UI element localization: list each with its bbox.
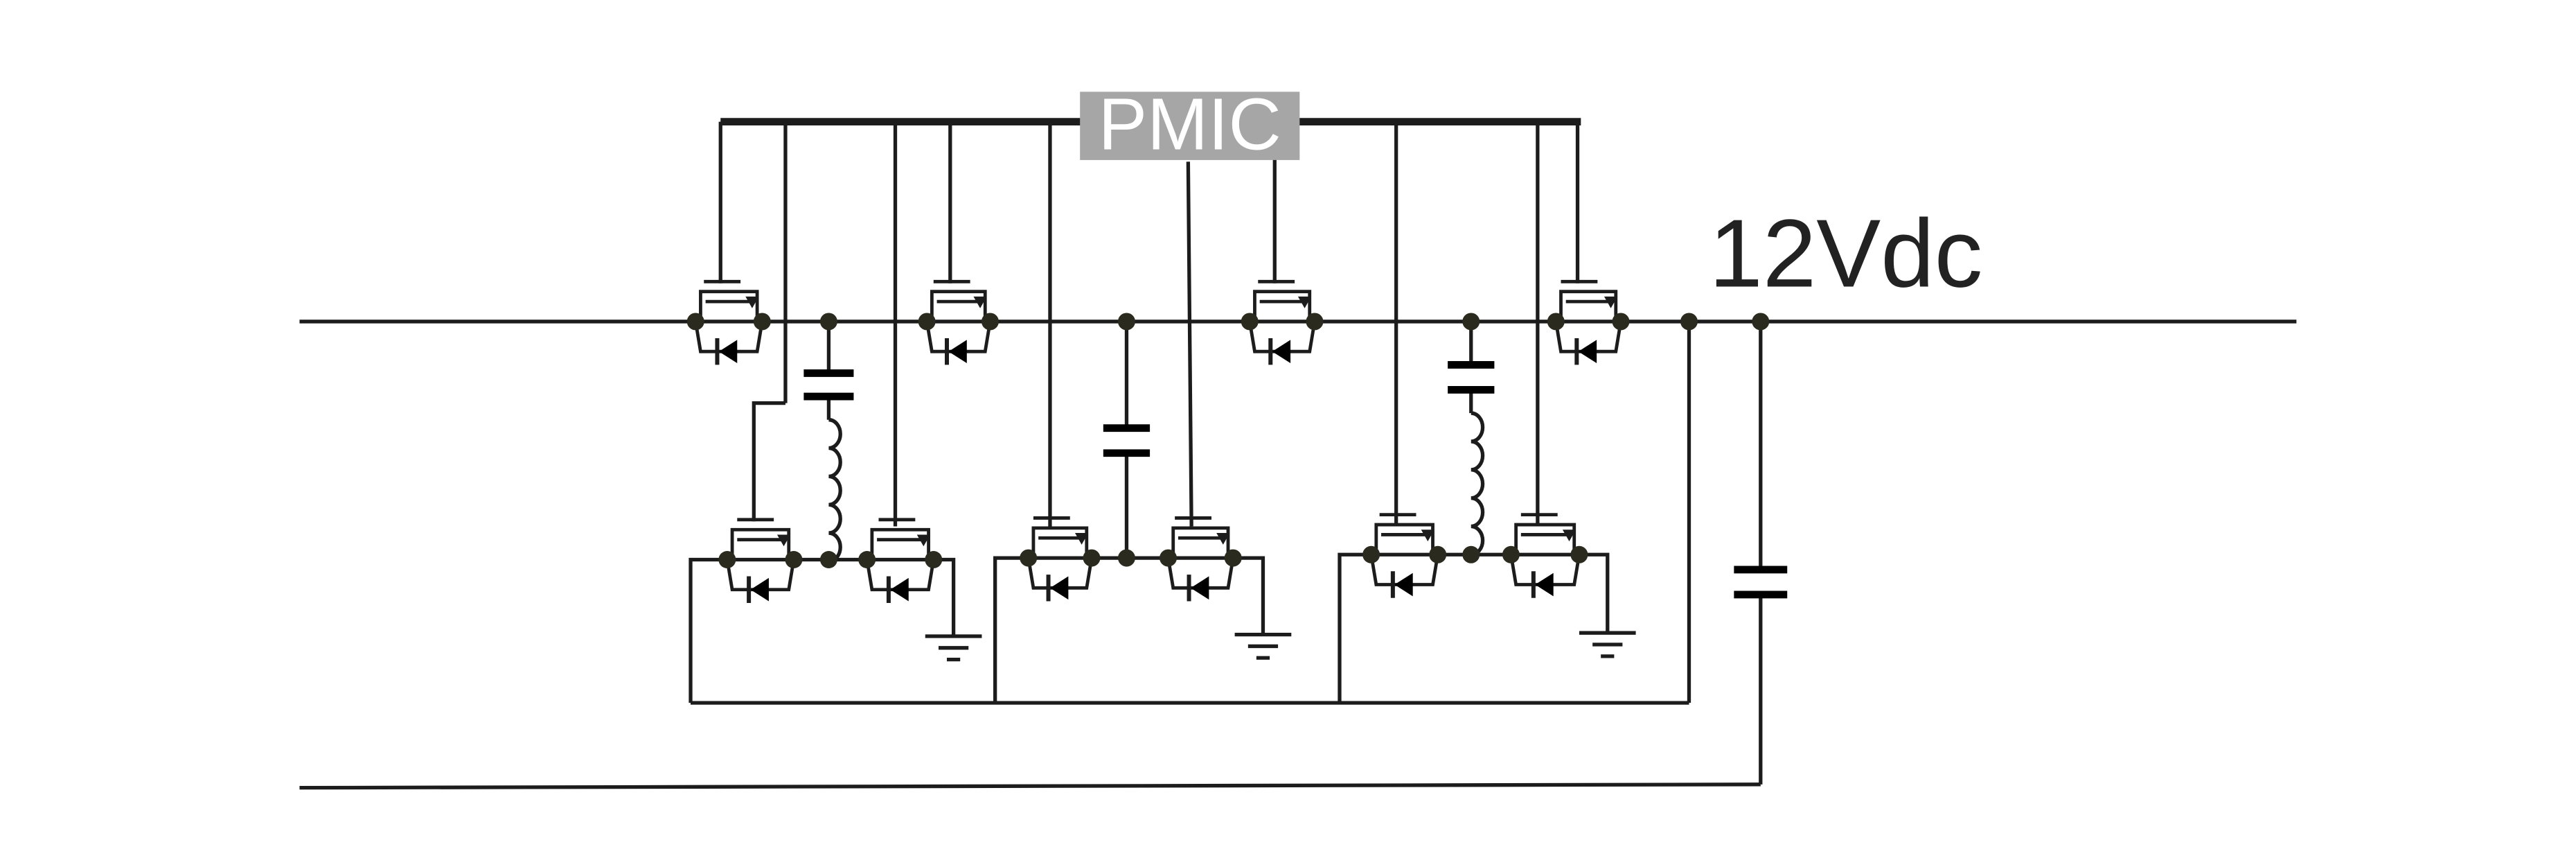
junction-node bbox=[981, 313, 999, 331]
grounds bbox=[925, 631, 1636, 662]
junction-node bbox=[1020, 549, 1038, 567]
ground-symbol-1 bbox=[925, 634, 982, 662]
ground-symbol-2 bbox=[1234, 632, 1292, 660]
stage1-inductor bbox=[828, 418, 842, 563]
stage2-return bbox=[993, 556, 1029, 703]
mosfet-10 bbox=[1509, 513, 1581, 598]
junction-node bbox=[1429, 545, 1447, 563]
stage3-return bbox=[1338, 552, 1371, 703]
junction-node bbox=[1570, 545, 1588, 563]
capacitors bbox=[803, 361, 1788, 599]
junction-node bbox=[819, 551, 837, 568]
junction-node bbox=[753, 313, 771, 331]
bus-stub-6 bbox=[1186, 161, 1193, 527]
junction-node bbox=[1547, 313, 1565, 331]
mosfet-3 bbox=[1247, 279, 1317, 365]
mosfet-5 bbox=[725, 518, 796, 603]
ground-symbol-3 bbox=[1579, 631, 1636, 658]
stage2-ground-lead bbox=[1233, 556, 1265, 635]
junction-node bbox=[858, 551, 876, 568]
junction-node bbox=[1462, 545, 1480, 563]
wires bbox=[299, 121, 2297, 790]
junction-node bbox=[918, 313, 936, 331]
junction-node bbox=[1224, 549, 1242, 567]
mosfet-6 bbox=[865, 518, 936, 603]
junction-node bbox=[1502, 545, 1520, 563]
stage3-capacitor-symbol bbox=[1448, 361, 1495, 394]
junction-node bbox=[1117, 549, 1135, 567]
junction-node bbox=[925, 551, 943, 568]
mosfet-8 bbox=[1166, 516, 1235, 602]
stage1-return bbox=[689, 557, 727, 703]
stage1-ground-lead bbox=[933, 557, 956, 637]
junction-node bbox=[1612, 313, 1630, 331]
mosfet-9 bbox=[1369, 513, 1440, 598]
junction-node bbox=[1117, 313, 1135, 331]
stage3-inductor bbox=[1471, 411, 1485, 557]
mosfet-7 bbox=[1027, 516, 1094, 602]
junction-node bbox=[1306, 313, 1324, 331]
mosfet-switches bbox=[693, 279, 1623, 603]
junction-node bbox=[686, 313, 704, 331]
junction-node bbox=[718, 551, 736, 568]
pmic-label: PMIC bbox=[1099, 84, 1281, 166]
output-capacitor-symbol bbox=[1734, 566, 1788, 599]
junction-node bbox=[1160, 549, 1178, 567]
junction-node bbox=[1462, 313, 1480, 331]
junction-node bbox=[819, 313, 837, 331]
junction-node bbox=[1752, 313, 1770, 331]
junction-nodes bbox=[686, 313, 1770, 568]
mosfet-1 bbox=[693, 279, 764, 365]
stage1-capacitor-symbol bbox=[803, 369, 854, 401]
junction-node bbox=[1083, 549, 1101, 567]
junction-node bbox=[1362, 545, 1380, 563]
voltage-label: 12Vdc bbox=[1709, 199, 1982, 307]
mosfet-4 bbox=[1554, 279, 1623, 365]
pmic-box bbox=[1080, 91, 1300, 160]
pmic-block: PMIC bbox=[1080, 84, 1300, 166]
bottom-rail bbox=[299, 782, 1761, 790]
junction-node bbox=[1680, 313, 1698, 331]
junction-node bbox=[1241, 313, 1259, 331]
stage3-ground-lead bbox=[1579, 552, 1610, 633]
bus-route-2 bbox=[752, 401, 785, 522]
mosfet-2 bbox=[925, 279, 992, 365]
stage2-capacitor-symbol bbox=[1103, 424, 1151, 457]
junction-node bbox=[785, 551, 803, 568]
